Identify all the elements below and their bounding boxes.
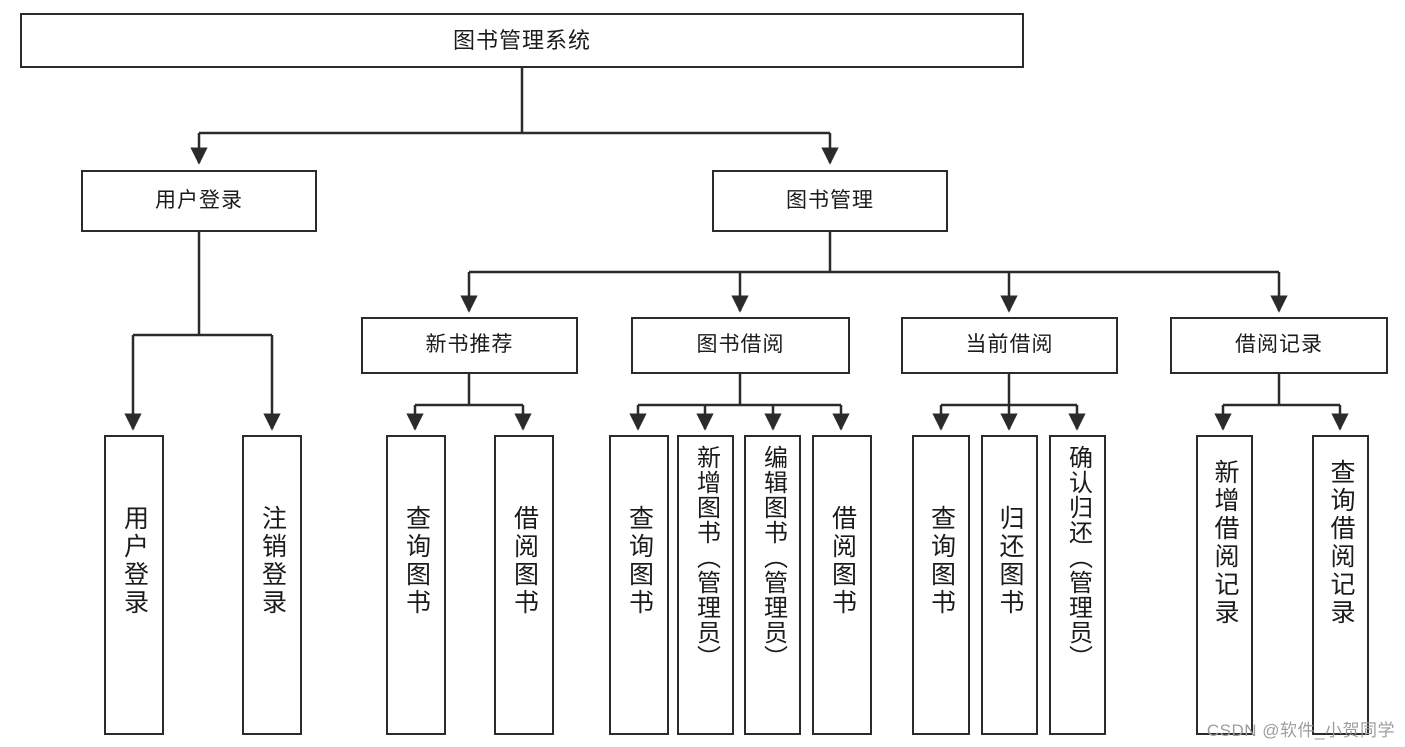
node-root-system[interactable]: 图书管理系统 [20, 13, 1024, 68]
leaf-borrow-record-query-record[interactable]: 查询借阅记录 [1312, 435, 1369, 735]
node-label: 注销登录 [258, 505, 287, 617]
leaf-book-borrow-borrow-book[interactable]: 借阅图书 [812, 435, 872, 735]
leaf-current-borrow-query-book[interactable]: 查询图书 [912, 435, 970, 735]
node-label: 新书推荐 [425, 333, 514, 357]
node-label: 图书借阅 [696, 333, 785, 357]
leaf-new-book-query-book[interactable]: 查询图书 [386, 435, 446, 735]
node-current-borrow[interactable]: 当前借阅 [901, 317, 1118, 374]
node-label: 新增借阅记录 [1211, 459, 1239, 627]
node-label: 编辑图书（管理员） [759, 445, 787, 670]
node-label: 归还图书 [996, 505, 1024, 617]
node-book-management[interactable]: 图书管理 [712, 170, 948, 232]
node-label: 用户登录 [120, 505, 149, 617]
leaf-book-borrow-query-book[interactable]: 查询图书 [609, 435, 669, 735]
leaf-borrow-record-add-record[interactable]: 新增借阅记录 [1196, 435, 1253, 735]
leaf-current-borrow-return-book[interactable]: 归还图书 [981, 435, 1038, 735]
node-label: 查询图书 [402, 505, 431, 617]
node-label: 确认归还（管理员） [1064, 445, 1092, 670]
node-label: 当前借阅 [965, 333, 1054, 357]
leaf-book-borrow-edit-book-admin[interactable]: 编辑图书（管理员） [744, 435, 801, 735]
node-label: 借阅图书 [828, 505, 857, 617]
node-user-login[interactable]: 用户登录 [81, 170, 317, 232]
node-label: 用户登录 [155, 188, 243, 212]
node-label: 查询图书 [625, 505, 654, 617]
node-label: 新增图书（管理员） [692, 445, 720, 670]
node-borrow-record[interactable]: 借阅记录 [1170, 317, 1388, 374]
node-label: 查询借阅记录 [1327, 459, 1355, 627]
node-new-book-recommend[interactable]: 新书推荐 [361, 317, 578, 374]
leaf-book-borrow-add-book-admin[interactable]: 新增图书（管理员） [677, 435, 734, 735]
node-label: 图书管理 [786, 188, 874, 212]
node-label: 图书管理系统 [452, 27, 591, 53]
leaf-current-borrow-confirm-return-admin[interactable]: 确认归还（管理员） [1049, 435, 1106, 735]
node-label: 借阅记录 [1235, 333, 1323, 357]
leaf-new-book-borrow-book[interactable]: 借阅图书 [494, 435, 554, 735]
node-book-borrow[interactable]: 图书借阅 [631, 317, 850, 374]
leaf-user-login-login[interactable]: 用户登录 [104, 435, 164, 735]
leaf-user-login-logout[interactable]: 注销登录 [242, 435, 302, 735]
node-label: 查询图书 [927, 505, 956, 617]
node-label: 借阅图书 [510, 505, 539, 617]
